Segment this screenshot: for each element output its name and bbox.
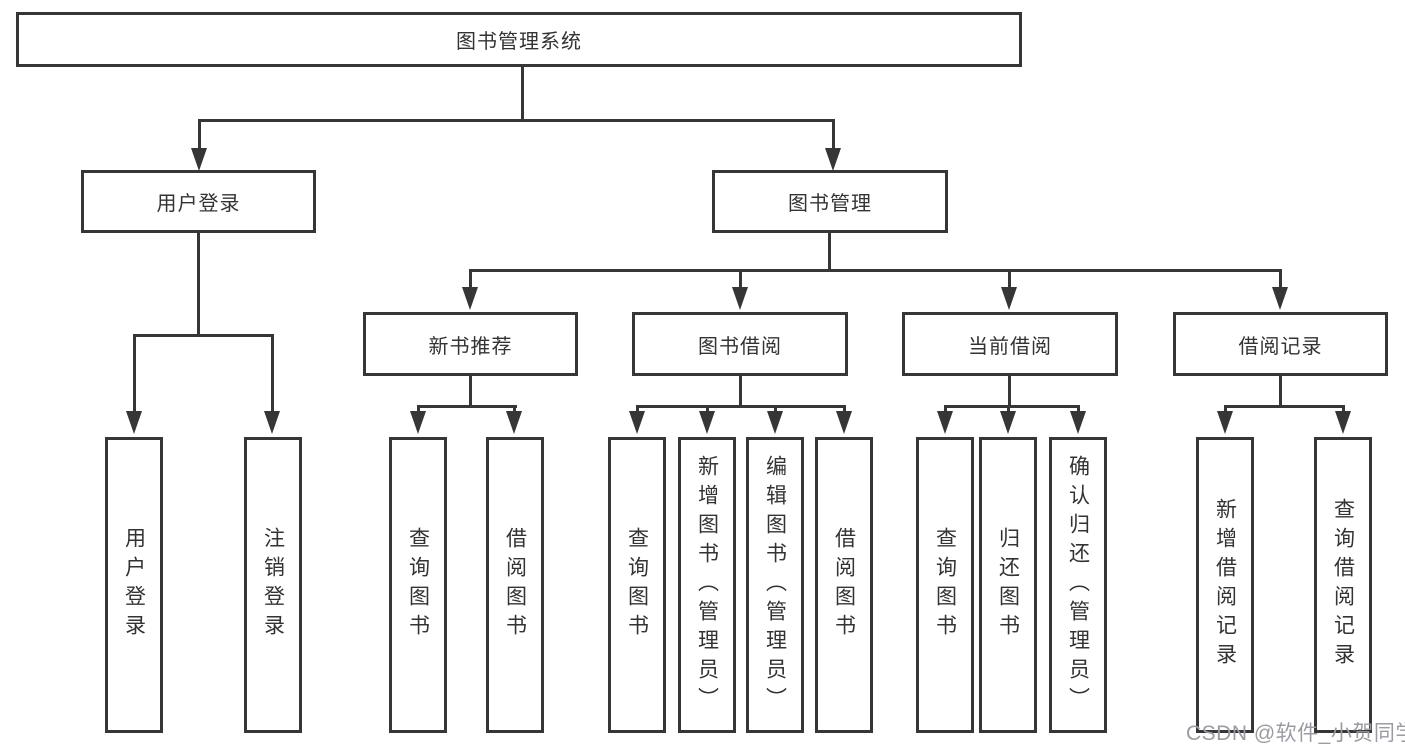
node-borrow-records: 借阅记录 <box>1173 312 1388 376</box>
arrowhead-down-icon <box>1001 287 1017 310</box>
connector-line <box>843 405 846 415</box>
node-label: 查询图书 <box>933 527 957 643</box>
connector-line <box>1008 269 1011 291</box>
arrowhead-down-icon <box>506 411 522 434</box>
node-label: 查询借阅记录 <box>1331 498 1355 672</box>
connector-line <box>739 376 742 407</box>
node-label: 查询图书 <box>406 527 430 643</box>
arrowhead-down-icon <box>264 411 280 434</box>
connector-line <box>832 119 835 151</box>
node-user-login-branch: 用户登录 <box>81 170 316 233</box>
arrowhead-down-icon <box>1335 411 1351 434</box>
connector-line <box>944 405 1080 408</box>
connector-line <box>133 334 274 337</box>
connector-line <box>513 405 516 415</box>
node-label: 图书管理 <box>788 193 872 215</box>
arrowhead-down-icon <box>825 148 841 171</box>
arrowhead-down-icon <box>410 411 426 434</box>
node-label: 查询图书 <box>625 527 649 643</box>
connector-line <box>197 233 200 336</box>
arrowhead-down-icon <box>1070 411 1086 434</box>
connector-line <box>469 269 472 291</box>
arrowhead-down-icon <box>191 148 207 171</box>
connector-line <box>944 405 947 415</box>
node-label: 图书借阅 <box>698 335 782 358</box>
node-label: 新增图书（管理员） <box>695 454 719 716</box>
arrowhead-down-icon <box>629 411 645 434</box>
arrowhead-down-icon <box>836 411 852 434</box>
node-label: 借阅记录 <box>1238 335 1323 358</box>
node-current-borrow: 当前借阅 <box>902 312 1118 376</box>
node-label: 注销登录 <box>261 527 285 643</box>
node-label: 用户登录 <box>122 527 146 643</box>
connector-line <box>198 119 835 122</box>
node-label: 借阅图书 <box>503 527 527 643</box>
leaf-user-login: 用户登录 <box>105 437 163 733</box>
leaf-add-borrow-record: 新增借阅记录 <box>1196 437 1254 733</box>
arrowhead-down-icon <box>699 411 715 434</box>
leaf-borrow-edit-book-admin: 编辑图书（管理员） <box>746 437 804 733</box>
leaf-newbook-query: 查询图书 <box>389 437 447 733</box>
connector-line <box>1007 405 1010 415</box>
node-label: 归还图书 <box>996 527 1020 643</box>
connector-line <box>774 405 777 415</box>
arrowhead-down-icon <box>937 411 953 434</box>
node-library-system-root: 图书管理系统 <box>16 12 1022 67</box>
connector-line <box>1224 405 1227 415</box>
connector-line <box>1077 405 1080 415</box>
connector-line <box>133 334 136 412</box>
connector-line <box>1342 405 1345 415</box>
leaf-newbook-borrow: 借阅图书 <box>486 437 544 733</box>
connector-line <box>469 376 472 407</box>
connector-line <box>417 405 420 415</box>
leaf-query-borrow-record: 查询借阅记录 <box>1314 437 1372 733</box>
arrowhead-down-icon <box>126 411 142 434</box>
connector-line <box>521 67 524 120</box>
node-new-book-recommend: 新书推荐 <box>363 312 578 376</box>
leaf-borrow-add-book-admin: 新增图书（管理员） <box>678 437 736 733</box>
node-label: 图书管理系统 <box>456 31 582 53</box>
leaf-borrow-query-book: 查询图书 <box>608 437 666 733</box>
connector-line <box>1279 376 1282 407</box>
connector-line <box>1279 269 1282 291</box>
arrowhead-down-icon <box>1000 411 1016 434</box>
node-label: 编辑图书（管理员） <box>763 454 787 716</box>
leaf-confirm-return-admin: 确认归还（管理员） <box>1049 437 1107 733</box>
node-label: 借阅图书 <box>832 527 856 643</box>
arrowhead-down-icon <box>462 287 478 310</box>
arrowhead-down-icon <box>1217 411 1233 434</box>
connector-line <box>636 405 846 408</box>
leaf-return-book: 归还图书 <box>979 437 1037 733</box>
node-label: 新书推荐 <box>428 335 513 358</box>
connector-line <box>271 334 274 412</box>
watermark: CSDN @软件_小贺同学 <box>1186 722 1405 745</box>
node-label: 当前借阅 <box>968 335 1052 358</box>
connector-line <box>828 233 831 271</box>
connector-line <box>636 405 639 415</box>
connector-line <box>469 269 1281 272</box>
arrowhead-down-icon <box>1272 287 1288 310</box>
node-label: 新增借阅记录 <box>1213 498 1237 672</box>
connector-line <box>1224 405 1345 408</box>
connector-line <box>739 269 742 291</box>
node-book-management-branch: 图书管理 <box>712 170 948 233</box>
node-label: 用户登录 <box>156 193 241 215</box>
connector-line <box>417 405 517 408</box>
arrowhead-down-icon <box>767 411 783 434</box>
node-book-borrow: 图书借阅 <box>632 312 848 376</box>
leaf-borrow-book: 借阅图书 <box>815 437 873 733</box>
connector-line <box>1008 376 1011 407</box>
connector-line <box>706 405 709 415</box>
leaf-current-query-book: 查询图书 <box>916 437 974 733</box>
connector-line <box>198 119 201 151</box>
node-label: 确认归还（管理员） <box>1066 454 1090 716</box>
arrowhead-down-icon <box>732 287 748 310</box>
leaf-logout: 注销登录 <box>244 437 302 733</box>
